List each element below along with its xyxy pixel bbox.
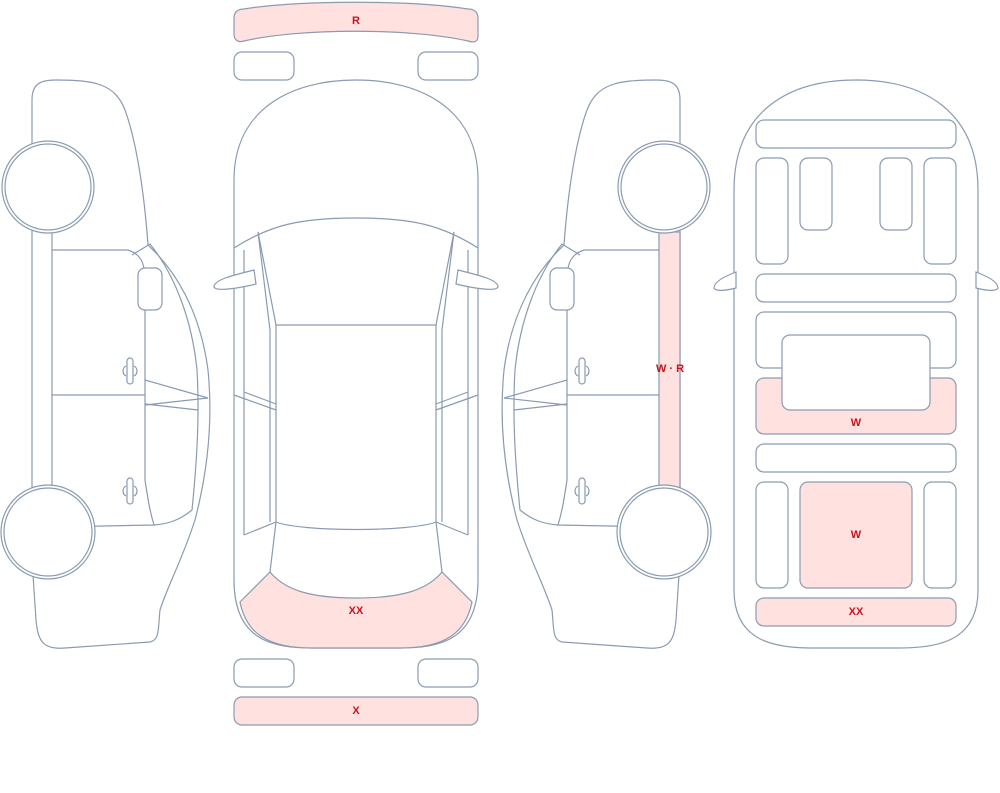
rear-bumper-panel[interactable] [239, 571, 473, 649]
right-side-view: W · R [501, 79, 712, 649]
underbody-right-mirror[interactable] [975, 271, 999, 291]
underbody-left-mirror[interactable] [713, 271, 737, 291]
right-front-handle[interactable] [578, 357, 586, 385]
right-rocker-panel[interactable] [658, 231, 681, 489]
rear-right-light[interactable] [417, 658, 479, 688]
left-front-wheel[interactable] [1, 140, 95, 234]
front-right-light[interactable] [417, 51, 479, 81]
rear-window [269, 521, 443, 573]
left-front-handle[interactable] [126, 357, 134, 385]
right-windshield [513, 243, 581, 526]
right-rear-wheel[interactable] [616, 484, 712, 580]
rear-left-light[interactable] [233, 658, 295, 688]
front-left-rail[interactable] [755, 157, 789, 265]
left-front-handle-ring [122, 365, 138, 377]
right-pillar-lower [513, 403, 568, 411]
middle-crossmember[interactable] [755, 273, 957, 303]
left-pillar-lower [144, 403, 199, 411]
right-front-wheel-rim [620, 143, 708, 231]
right-rocker-label: W · R [656, 363, 684, 375]
left-rear-wheel-rim [3, 487, 93, 577]
top-body-outline[interactable] [233, 79, 479, 649]
left-pillar [144, 379, 209, 406]
left-rear-handle-ring [122, 485, 138, 497]
floor-panel-label: W [851, 417, 862, 429]
right-rear-handle-ring [574, 485, 590, 497]
rear-crossmember[interactable] [755, 443, 957, 473]
windshield-left-edge [257, 231, 277, 326]
rear-end-panel-label: XX [849, 606, 864, 618]
trunk-panel-label: W [851, 529, 862, 541]
rear-bumper-label: XX [349, 605, 364, 617]
roof-bar-panel[interactable] [233, 1, 479, 43]
front-left-light[interactable] [233, 51, 295, 81]
right-rear-wheel-rim [619, 487, 709, 577]
right-pillar [503, 379, 568, 406]
right-mirror[interactable] [549, 267, 575, 311]
left-rear-wheel[interactable] [0, 484, 96, 580]
top-left-mirror[interactable] [213, 269, 257, 290]
engine-mount-left[interactable] [799, 157, 833, 231]
left-door-divider [233, 391, 277, 411]
front-crossmember[interactable] [755, 119, 957, 149]
rear-end-panel[interactable] [755, 597, 957, 627]
left-windshield [131, 243, 199, 526]
rear-bar-panel[interactable] [233, 696, 479, 726]
top-right-mirror[interactable] [455, 269, 499, 290]
right-door-divider [435, 391, 479, 411]
floor-center-tunnel[interactable] [781, 334, 931, 411]
right-front-handle-ring [574, 365, 590, 377]
left-mirror[interactable] [137, 267, 163, 311]
right-rear-handle[interactable] [578, 477, 586, 505]
left-front-wheel-rim [4, 143, 92, 231]
front-right-rail[interactable] [923, 157, 957, 265]
windshield-right-edge [435, 231, 455, 326]
engine-mount-right[interactable] [879, 157, 913, 231]
underbody-view: W W XX [713, 79, 999, 649]
roof-bar-label: R [352, 15, 360, 27]
hood-edge [233, 217, 479, 249]
trunk-floor-panel[interactable] [799, 481, 913, 589]
rear-right-rail[interactable] [923, 481, 957, 589]
right-front-wheel[interactable] [617, 140, 711, 234]
left-rear-handle[interactable] [126, 477, 134, 505]
top-view: R XX X [213, 1, 499, 726]
left-side-view [0, 79, 211, 649]
rear-left-rail[interactable] [755, 481, 789, 589]
rear-bar-label: X [352, 705, 360, 717]
